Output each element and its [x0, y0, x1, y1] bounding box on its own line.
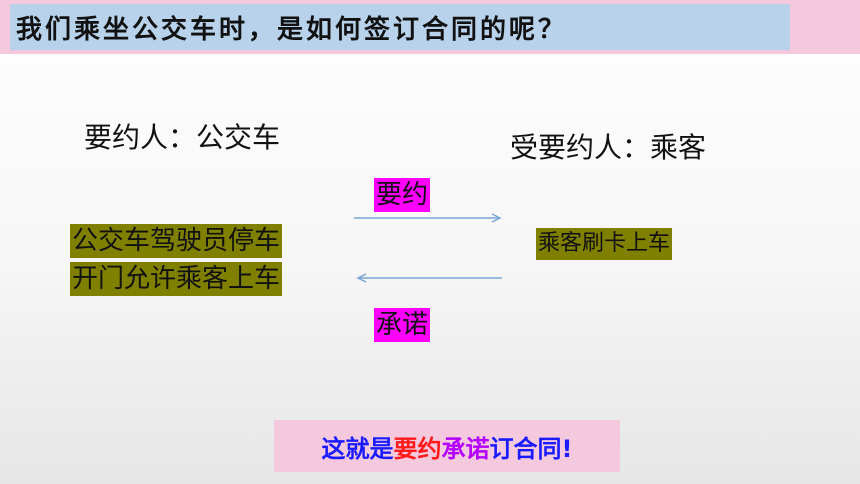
driver-action-line-1: 公交车驾驶员停车 [70, 224, 283, 258]
conclusion-part-2: 要约 [393, 434, 442, 463]
offeror-label: 要约人：公交车 [84, 121, 281, 154]
offer-tag: 要约 [374, 178, 431, 212]
slide-title: 我们乘坐公交车时，是如何签订合同的呢？ [16, 14, 568, 45]
title-frame: 我们乘坐公交车时，是如何签订合同的呢？ [0, 0, 860, 54]
acceptance-arrow-left-icon [356, 273, 502, 283]
title-banner: 我们乘坐公交车时，是如何签订合同的呢？ [10, 4, 790, 50]
acceptance-tag: 承诺 [374, 308, 431, 342]
conclusion-part-3: 承诺 [441, 434, 490, 463]
arrows-diagram [354, 213, 502, 283]
driver-action-line-2: 开门允许乘客上车 [70, 262, 283, 296]
conclusion-part-1: 这就是 [321, 434, 394, 463]
conclusion-part-4: 订合同! [489, 434, 573, 463]
passenger-action: 乘客刷卡上车 [536, 228, 673, 260]
offer-arrow-right-icon [354, 213, 502, 223]
offeree-label: 受要约人：乘客 [510, 131, 707, 164]
conclusion-box: 这就是 要约 承诺 订合同! [274, 420, 620, 472]
